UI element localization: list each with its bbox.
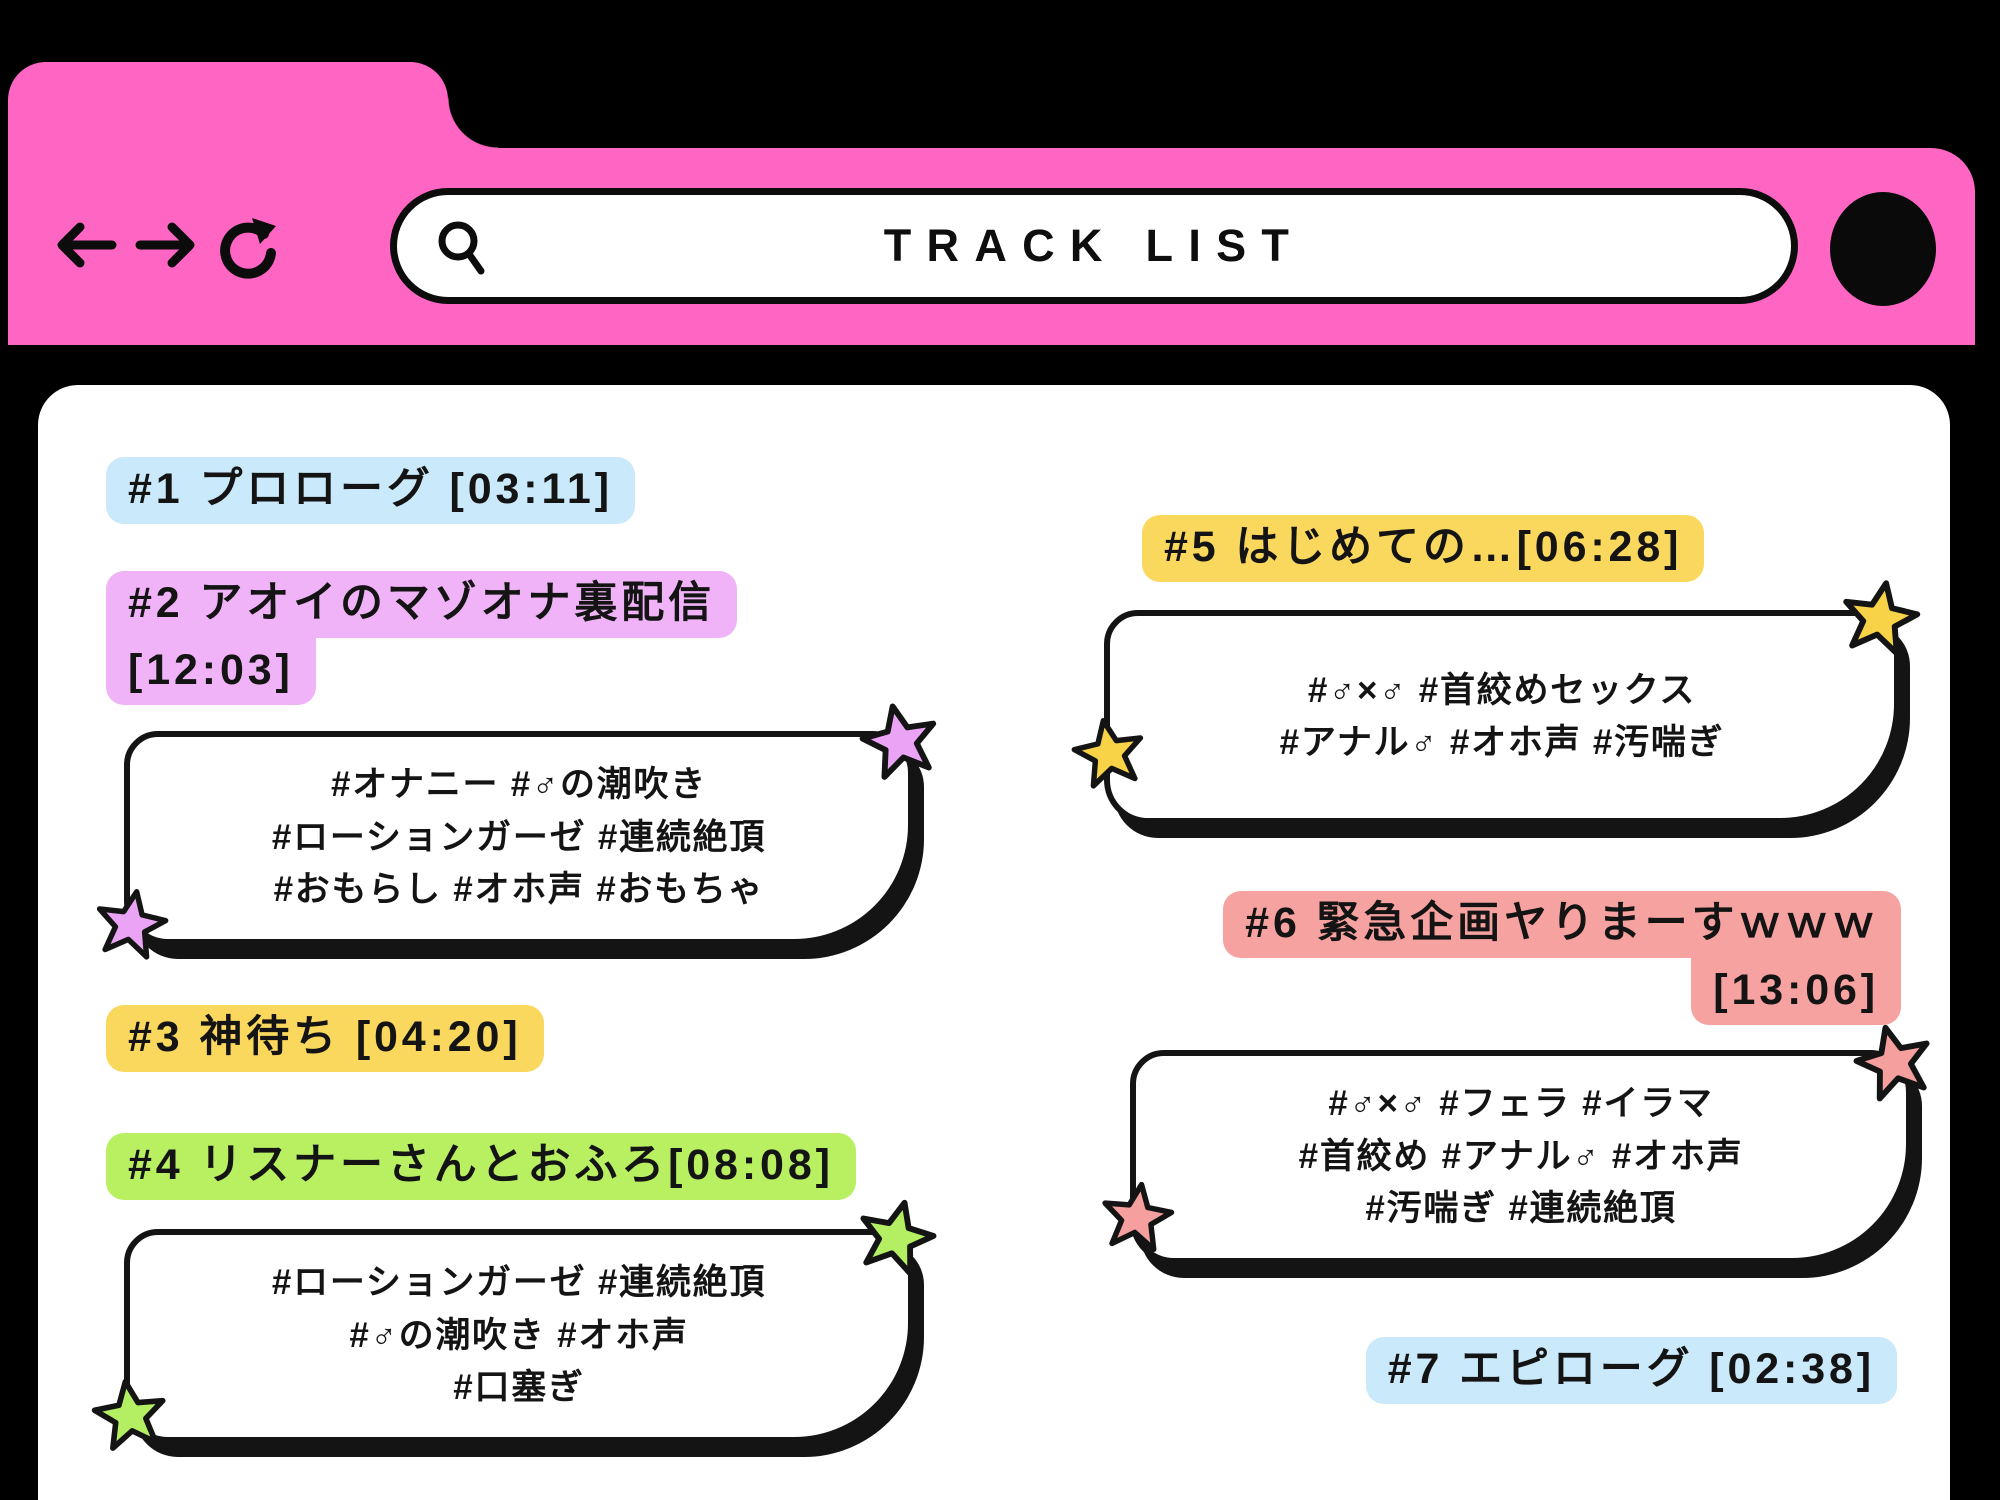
browser-toolbar: TRACK LIST <box>8 148 1975 345</box>
tag-line: #汚喘ぎ #連続絶頂 <box>1365 1189 1677 1229</box>
star-icon <box>1831 569 1928 666</box>
star-icon <box>1093 1173 1181 1261</box>
tag-line: #アナル♂ #オホ声 #汚喘ぎ <box>1279 723 1725 762</box>
page-title: TRACK LIST <box>883 220 1305 271</box>
star-icon <box>85 1370 175 1460</box>
tag-line: #ローションガーゼ #連続絶頂 <box>271 817 767 857</box>
profile-button[interactable] <box>1830 192 1936 306</box>
forward-arrow-icon <box>134 216 200 274</box>
track-1-title: #1 プロローグ [03:11] <box>106 457 635 524</box>
track-7-title: #7 エピローグ [02:38] <box>1365 1337 1897 1404</box>
tab-fillet <box>448 98 498 148</box>
back-arrow-icon <box>52 216 118 274</box>
track-5-title: #5 はじめての…[06:28] <box>1142 515 1705 582</box>
star-icon <box>850 691 950 791</box>
track-6-title: #6 緊急企画ヤりまーすｗｗｗ [13:06] <box>1223 891 1901 1025</box>
tag-line: #♂の潮吹き #オホ声 <box>349 1315 689 1355</box>
search-icon <box>433 219 491 281</box>
star-icon <box>1843 1011 1945 1113</box>
star-icon <box>86 879 176 969</box>
star-icon <box>845 1186 947 1288</box>
track-3-title: #3 神待ち [04:20] <box>106 1005 544 1072</box>
tag-line: #口塞ぎ <box>453 1368 585 1408</box>
star-icon <box>1064 708 1154 798</box>
track-2-title: #2 アオイのマゾオナ裏配信 [12:03] <box>106 571 737 705</box>
tag-line: #♂×♂ #フェラ #イラマ <box>1328 1084 1714 1124</box>
reload-icon <box>214 206 280 284</box>
track-5-tags-bubble: #♂×♂ #首絞めセックス #アナル♂ #オホ声 #汚喘ぎ <box>1071 580 1921 824</box>
tag-line: #オナニー #♂の潮吹き <box>331 765 707 805</box>
tag-line: #ローションガーゼ #連続絶頂 <box>271 1263 767 1303</box>
reload-button[interactable] <box>214 206 280 284</box>
tag-line: #おもらし #オホ声 #おもちゃ <box>273 870 765 910</box>
tag-line: #♂×♂ #首絞めセックス <box>1307 670 1697 710</box>
back-button[interactable] <box>52 216 118 274</box>
tag-line: #首絞め #アナル♂ #オホ声 <box>1298 1136 1744 1176</box>
track-6-tags-bubble: #♂×♂ #フェラ #イラマ #首絞め #アナル♂ #オホ声 #汚喘ぎ #連続絶… <box>1102 1024 1930 1264</box>
forward-button[interactable] <box>134 216 200 274</box>
track-2-tags-bubble: #オナニー #♂の潮吹き #ローションガーゼ #連続絶頂 #おもらし #オホ声 … <box>96 703 937 960</box>
track-list-page: #1 プロローグ [03:11] #2 アオイのマゾオナ裏配信 [12:03] … <box>38 385 1950 1500</box>
track-4-tags-bubble: #ローションガーゼ #連続絶頂 #♂の潮吹き #オホ声 #口塞ぎ <box>91 1199 937 1451</box>
track-4-title: #4 リスナーさんとおふろ[08:08] <box>106 1133 856 1200</box>
url-bar[interactable]: TRACK LIST <box>390 188 1798 304</box>
